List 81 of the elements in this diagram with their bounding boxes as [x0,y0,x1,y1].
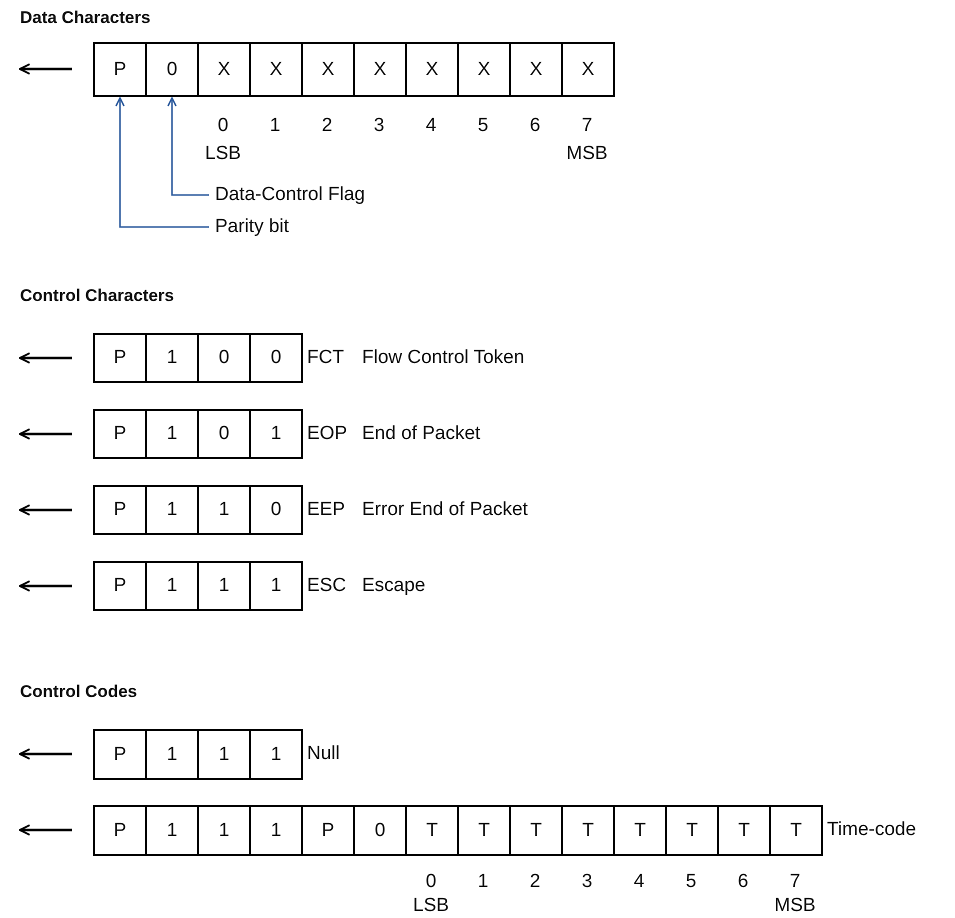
bit-cell: X [561,42,615,97]
bit-cell: 1 [145,805,199,856]
section-heading: Control Codes [20,682,138,702]
leader-line [115,97,209,228]
bit-cell: X [197,42,251,97]
bit-index: 0 [218,115,228,137]
code-abbreviation: EEP [307,499,346,521]
bit-cell: X [301,42,355,97]
bit-cell: 1 [145,485,199,535]
code-abbreviation: ESC [307,575,346,597]
bit-index: 2 [322,115,332,137]
bit-cell: X [509,42,563,97]
bit-cell: 1 [197,485,251,535]
code-description: Error End of Packet [362,499,528,521]
bit-cell: 0 [353,805,407,856]
bit-significance: MSB [774,895,816,917]
bit-index: 5 [686,871,696,893]
leader-line [167,97,209,196]
code-name: Null [307,743,340,765]
code-name: Time-code [827,819,916,841]
bit-cell: 1 [249,561,303,611]
bit-cell: T [405,805,459,856]
code-description: Flow Control Token [362,347,524,369]
bit-cell: P [93,333,147,383]
bit-cell: 1 [197,805,251,856]
bit-cell: X [353,42,407,97]
bit-cell: 1 [145,729,199,780]
bit-cell: X [457,42,511,97]
bit-cell: P [301,805,355,856]
bit-index: 5 [478,115,488,137]
bit-cell: 1 [249,409,303,459]
bit-cell: 1 [145,561,199,611]
bit-index: 6 [738,871,748,893]
bit-index: 7 [582,115,592,137]
code-description: Escape [362,575,426,597]
code-description: End of Packet [362,423,480,445]
bit-cell: 0 [145,42,199,97]
bit-cell: P [93,805,147,856]
bit-cell: P [93,409,147,459]
bit-index: 6 [530,115,540,137]
bit-cell: 1 [145,409,199,459]
bit-cell: P [93,729,147,780]
bit-cell: 1 [197,729,251,780]
bit-index: 4 [426,115,436,137]
bit-cell: X [405,42,459,97]
bit-cell: 1 [249,805,303,856]
bit-cell: T [769,805,823,856]
bit-index: 0 [426,871,436,893]
bit-significance: MSB [566,143,608,165]
bit-significance: LSB [413,895,449,917]
bit-cell: X [249,42,303,97]
bit-cell: 1 [145,333,199,383]
bit-cell: 0 [197,409,251,459]
bit-cell: T [665,805,719,856]
code-abbreviation: EOP [307,423,348,445]
bit-cell: T [613,805,667,856]
bit-index: 1 [270,115,280,137]
code-abbreviation: FCT [307,347,344,369]
section-heading: Data Characters [20,8,150,28]
bit-cell: T [457,805,511,856]
bit-index: 4 [634,871,644,893]
bit-cell: P [93,485,147,535]
bit-index: 3 [582,871,592,893]
bit-index: 1 [478,871,488,893]
bit-cell: T [561,805,615,856]
leader-label: Parity bit [215,216,289,238]
bit-cell: 0 [197,333,251,383]
bit-cell: 1 [197,561,251,611]
bit-index: 7 [790,871,800,893]
bit-cell: 0 [249,333,303,383]
bit-index: 3 [374,115,384,137]
bit-cell: P [93,42,147,97]
bit-index: 2 [530,871,540,893]
bit-cell: 1 [249,729,303,780]
bit-cell: 0 [249,485,303,535]
bit-cell: T [717,805,771,856]
bit-cell: T [509,805,563,856]
bit-cell: P [93,561,147,611]
leader-label: Data-Control Flag [215,184,365,206]
section-heading: Control Characters [20,286,174,306]
bit-significance: LSB [205,143,241,165]
